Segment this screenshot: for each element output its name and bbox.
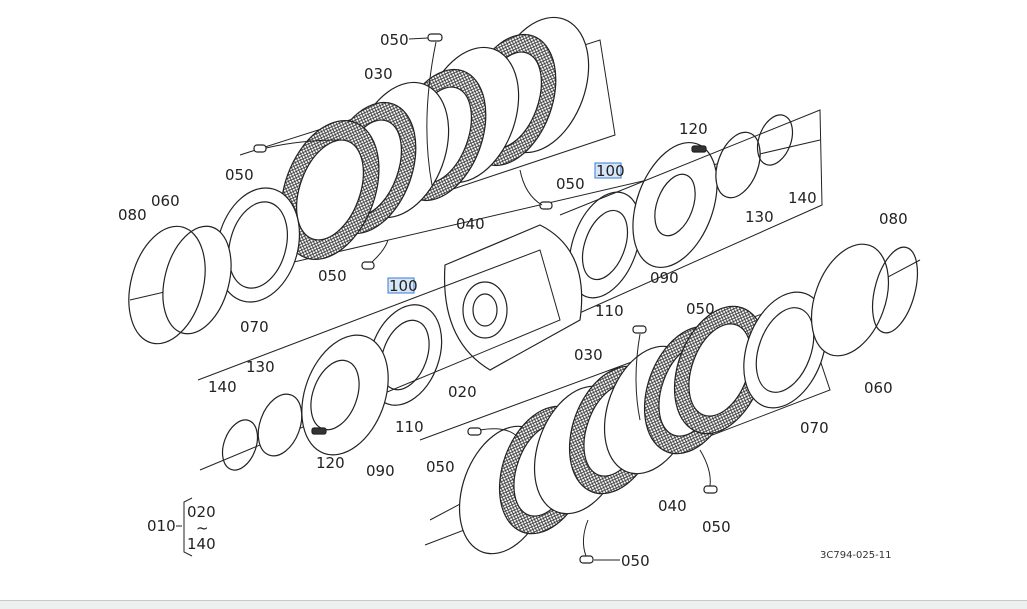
assembly-parent-label[interactable]: 010 — [147, 517, 176, 535]
label-060[interactable]: 060 — [151, 192, 180, 210]
shim[interactable] — [708, 126, 769, 204]
label-050[interactable]: 050 — [556, 175, 585, 193]
piston-bore — [654, 173, 696, 237]
leader-curve — [371, 239, 389, 263]
label-110[interactable]: 110 — [395, 418, 424, 436]
pin[interactable] — [703, 485, 718, 494]
label-060[interactable]: 060 — [864, 379, 893, 397]
pin[interactable] — [253, 144, 267, 153]
label-120[interactable]: 120 — [679, 120, 708, 138]
pin[interactable] — [579, 555, 594, 564]
label-030[interactable]: 030 — [364, 65, 393, 83]
label-050[interactable]: 050 — [702, 518, 731, 536]
assembly-range-symbol: ~ — [196, 519, 209, 537]
highlight-box — [594, 162, 622, 179]
snap-ring[interactable] — [117, 218, 218, 353]
circlip[interactable] — [216, 415, 264, 475]
shim[interactable] — [250, 388, 309, 462]
label-100[interactable]: 100 — [596, 162, 625, 180]
leader-curve — [426, 41, 437, 186]
spring[interactable] — [311, 427, 327, 435]
label-080[interactable]: 080 — [879, 210, 908, 228]
label-070[interactable]: 070 — [240, 318, 269, 336]
label-050[interactable]: 050 — [318, 267, 347, 285]
label-130[interactable]: 130 — [745, 208, 774, 226]
leader-curve — [635, 333, 641, 421]
leader-curve — [519, 169, 543, 206]
label-050[interactable]: 050 — [621, 552, 650, 570]
spring[interactable] — [691, 145, 707, 153]
label-110[interactable]: 110 — [595, 302, 624, 320]
pin[interactable] — [539, 201, 553, 210]
spacer-ring[interactable] — [152, 219, 242, 342]
label-080[interactable]: 080 — [118, 206, 147, 224]
drawing-code: 3C794-025-11 — [820, 550, 891, 561]
drum-hub-bore — [472, 293, 498, 327]
label-090[interactable]: 090 — [650, 269, 679, 287]
pin[interactable] — [361, 261, 375, 270]
bottom-scrollbar-area — [0, 600, 1027, 609]
label-040[interactable]: 040 — [658, 497, 687, 515]
lower-piston-group — [197, 249, 561, 475]
label-070[interactable]: 070 — [800, 419, 829, 437]
leader-curve — [265, 139, 341, 149]
lower-right-labels: 050 030 050 040 050 050 070 060 080 — [426, 210, 908, 570]
label-050[interactable]: 050 — [686, 300, 715, 318]
bracket-brace — [183, 497, 193, 557]
assembly-range-start[interactable]: 020 — [187, 503, 216, 521]
friction-disc-bore — [296, 139, 364, 241]
upper-clutch-pack — [117, 16, 823, 353]
washer-bore — [581, 209, 629, 281]
pin[interactable] — [427, 33, 443, 42]
leader-curve — [699, 449, 711, 487]
label-120[interactable]: 120 — [316, 454, 345, 472]
washer-bore — [380, 319, 430, 391]
pin[interactable] — [467, 427, 482, 436]
lower-left-labels: 140 130 120 090 — [208, 358, 395, 480]
assembly-range-end[interactable]: 140 — [187, 535, 216, 553]
label-130[interactable]: 130 — [246, 358, 275, 376]
snap-ring[interactable] — [864, 242, 925, 337]
label-050[interactable]: 050 — [225, 166, 254, 184]
spacer-ring[interactable] — [797, 234, 902, 367]
center-labels: 100 110 020 — [387, 277, 477, 436]
label-030[interactable]: 030 — [574, 346, 603, 364]
label-040[interactable]: 040 — [456, 215, 485, 233]
pin[interactable] — [632, 325, 647, 334]
upper-labels: 050 030 050 050 050 040 080 060 070 100 … — [118, 31, 817, 336]
label-140[interactable]: 140 — [208, 378, 237, 396]
clutch-drum[interactable] — [355, 224, 583, 415]
piston-frame — [559, 109, 823, 316]
label-140[interactable]: 140 — [788, 189, 817, 207]
label-090[interactable]: 090 — [366, 462, 395, 480]
lower-clutch-pack — [419, 234, 925, 564]
label-020[interactable]: 020 — [448, 383, 477, 401]
label-100[interactable]: 100 — [389, 277, 418, 295]
pressure-plate-bore — [755, 307, 815, 393]
highlight-box — [387, 277, 415, 294]
label-050[interactable]: 050 — [380, 31, 409, 49]
leader-curve — [479, 428, 521, 441]
label-050[interactable]: 050 — [426, 458, 455, 476]
assembly-bracket: 010 020 ~ 140 — [147, 497, 216, 557]
pressure-plate-bore — [228, 201, 288, 289]
leader-curve — [582, 519, 589, 557]
